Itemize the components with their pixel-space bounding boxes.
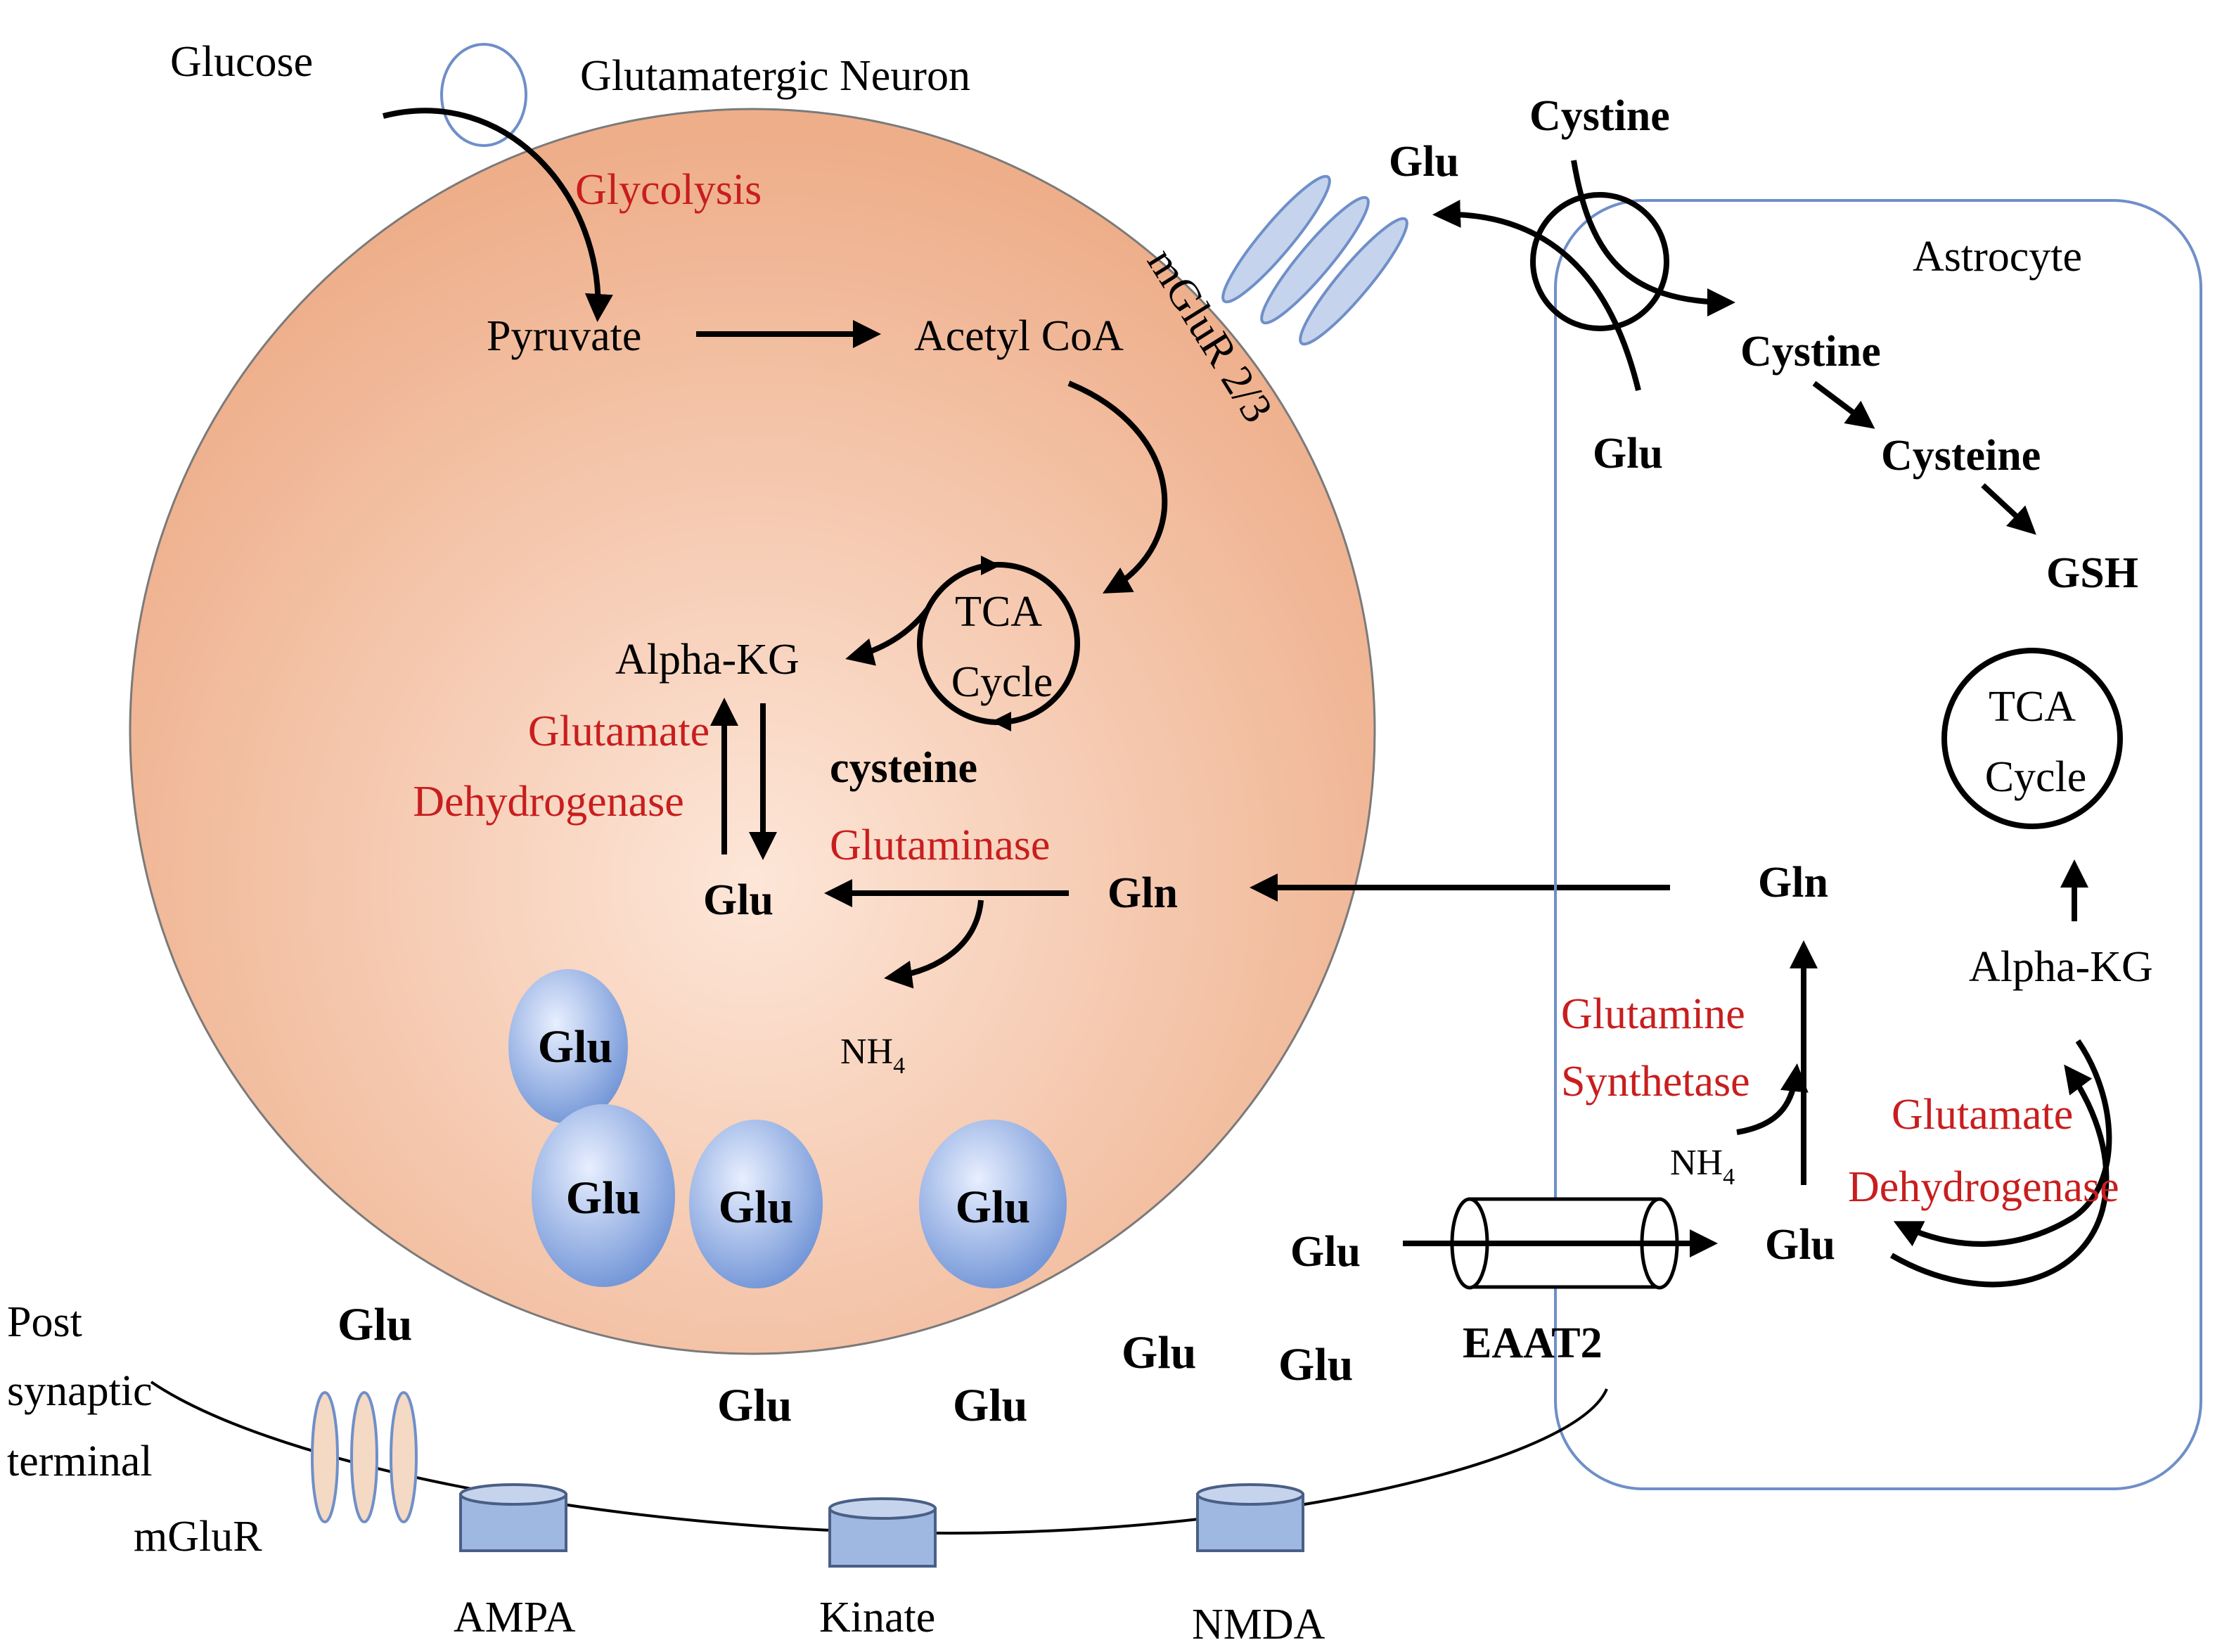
postsynaptic-mglur-label: mGluR: [134, 1513, 262, 1561]
astrocyte-title: Astrocyte: [1913, 233, 2082, 281]
post-synaptic-label-3: terminal: [7, 1438, 153, 1485]
cleft-glu: Glu: [1122, 1327, 1196, 1378]
glutamine-synthetase-label-2: Synthetase: [1561, 1058, 1750, 1106]
astrocyte-tca-label-1: TCA: [1989, 683, 2076, 731]
astrocyte-alphakg-label: Alpha-KG: [1969, 943, 2153, 991]
svg-text:Glu: Glu: [566, 1172, 641, 1224]
svg-text:Glu: Glu: [538, 1021, 612, 1072]
alphakg-to-glu-arc: [1893, 1039, 2112, 1247]
neuron-title: Glutamatergic Neuron: [580, 52, 970, 100]
eaat2-label: EAAT2: [1463, 1319, 1603, 1367]
glutamine-synthetase-label-1: Glutamine: [1561, 990, 1745, 1038]
glucose-label: Glucose: [170, 38, 313, 86]
neuron-glu-label: Glu: [703, 876, 773, 924]
cystine-glutamate-exchanger: [1530, 192, 1669, 331]
glu-efflux-arrow: [1432, 199, 1641, 391]
mglur23-receptor: [1221, 174, 1408, 346]
glycolysis-label: Glycolysis: [575, 166, 762, 214]
exchanger-cystine-label: Cystine: [1529, 92, 1670, 140]
ampa-receptor: [459, 1483, 567, 1552]
astrocyte-gdh-label-2: Dehydrogenase: [1848, 1163, 2119, 1211]
astrocyte-cysteine-label: Cysteine: [1881, 432, 2041, 480]
neuron-gln-label: Gln: [1108, 869, 1178, 917]
vesicle: Glu: [689, 1120, 823, 1288]
neuron-nh4-label: NH4: [840, 1032, 905, 1079]
eaat2-outside-glu-label: Glu: [1290, 1228, 1361, 1276]
tca-cycle-arrowhead-top: [981, 556, 1001, 575]
astrocyte-gln-label: Gln: [1758, 859, 1828, 907]
tca-cycle-arrowhead-bottom: [991, 712, 1011, 731]
glutaminase-label: Glutaminase: [830, 821, 1050, 869]
neuron-alphakg-label: Alpha-KG: [615, 636, 800, 684]
postsynaptic-mglur: [311, 1391, 418, 1523]
cystine-influx-arrow: [1571, 160, 1735, 316]
cleft-glu: Glu: [1278, 1339, 1353, 1390]
vesicle: Glu: [532, 1104, 675, 1287]
tca-to-alphakg-arrow: [845, 606, 931, 666]
cleft-glu: Glu: [717, 1380, 792, 1431]
neuron-gdh-label-2: Dehydrogenase: [413, 778, 684, 826]
astrocyte-cystine-label: Cystine: [1740, 328, 1881, 376]
neuron-tca-label-1: TCA: [955, 588, 1042, 636]
astrocyte-tca-label-2: Cycle: [1985, 753, 2087, 801]
astrocyte-tca-cycle: [1941, 648, 2123, 829]
post-synaptic-label-1: Post: [7, 1298, 82, 1346]
astrocyte-nh4-label: NH4: [1670, 1143, 1735, 1190]
exchanger-glu-out-label: Glu: [1389, 138, 1459, 186]
nmda-receptor: [1196, 1483, 1304, 1552]
nh4-release-arrow: [884, 899, 984, 989]
glucose-transporter: [440, 43, 527, 147]
svg-text:Glu: Glu: [956, 1182, 1030, 1233]
cysteine-label: cysteine: [830, 744, 977, 792]
ampa-label: AMPA: [454, 1594, 576, 1641]
pyruvate-label: Pyruvate: [487, 312, 641, 360]
acetylcoa-label: Acetyl CoA: [914, 312, 1124, 360]
glycolysis-arrow: [383, 108, 613, 322]
vesicle: Glu: [508, 969, 628, 1124]
neuron-tca-label-2: Cycle: [951, 658, 1053, 706]
kinate-label: Kinate: [819, 1594, 935, 1641]
nh4-uptake-arrow: [1736, 1063, 1809, 1135]
neuron-gdh-label-1: Glutamate: [528, 707, 710, 755]
nmda-label: NMDA: [1192, 1601, 1325, 1648]
acetylcoa-to-tca-arrow: [1067, 380, 1168, 594]
astrocyte-gdh-label-1: Glutamate: [1892, 1091, 2073, 1139]
cleft-glu: Glu: [953, 1380, 1027, 1431]
astrocyte-glu-label: Glu: [1765, 1221, 1835, 1269]
gsh-label: GSH: [2046, 549, 2138, 597]
neuron-cell-body: [129, 108, 1376, 1355]
post-synaptic-label-2: synaptic: [7, 1367, 153, 1415]
glu-to-alphakg-arc: [1890, 1064, 2110, 1288]
svg-text:Glu: Glu: [719, 1182, 793, 1233]
cysteine-to-gsh-arrow: [1981, 483, 2036, 535]
astrocyte-cell: [1554, 199, 2202, 1490]
exchanger-glu-in-label: Glu: [1593, 430, 1663, 478]
cleft-glu: Glu: [338, 1299, 412, 1350]
cystine-to-cysteine-arrow: [1812, 380, 1875, 429]
vesicle: Glu: [919, 1120, 1067, 1288]
kinate-receptor: [828, 1497, 937, 1568]
